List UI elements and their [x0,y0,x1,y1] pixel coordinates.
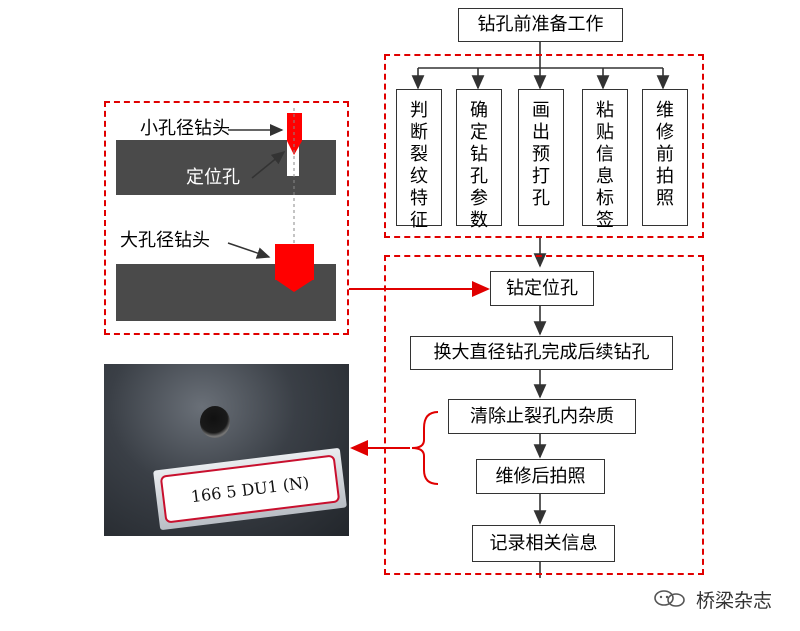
record-text: 记录相关信息 [489,532,598,554]
drill-illustration [116,108,336,321]
large-drill-bit [275,244,314,280]
prep-title-box: 钻孔前准备工作 [458,8,623,42]
brace [411,411,439,485]
watermark-text: 桥梁杂志 [696,590,773,612]
prep-step-4-box: 粘贴信息标签 [582,89,628,231]
prep-step-2-box: 确定钻孔参数 [456,89,502,231]
switch-large-box: 换大直径钻孔完成后续钻孔 [410,336,673,370]
post-photo-text: 维修后拍照 [495,465,586,487]
pilot-hole-label: 定位孔 [186,167,240,188]
drill-section-frame [384,255,704,575]
prep-title-text: 钻孔前准备工作 [477,14,604,35]
prep-step-1-text: 判断裂纹特征 [410,100,428,231]
small-bit-label: 小孔径钻头 [140,118,230,139]
prep-step-2-text: 确定钻孔参数 [470,100,488,231]
prep-step-1-box: 判断裂纹特征 [396,89,442,231]
wechat-icon [654,590,685,607]
post-photo-box: 维修后拍照 [476,459,605,494]
large-drill-tip [275,279,314,292]
info-tag: 166 5 DU1 (N) [153,447,347,531]
prep-step-3-text: 画出预打孔 [532,100,550,209]
drill-positioning-text: 钻定位孔 [506,277,578,299]
switch-large-text: 换大直径钻孔完成后续钻孔 [433,342,650,363]
prep-step-5-box: 维修前拍照 [642,89,688,226]
drilled-hole [200,406,230,438]
pointer-pilot-hole [251,151,286,179]
large-bit-label: 大孔径钻头 [120,230,210,251]
prep-section-frame [384,54,704,238]
steel-plate-top [116,140,336,195]
prep-step-5-text: 维修前拍照 [656,100,674,209]
clean-text: 清除止裂孔内杂质 [470,405,614,427]
pointer-large-bit [227,242,271,259]
info-tag-text: 166 5 DU1 (N) [159,454,341,524]
drill-positioning-box: 钻定位孔 [490,271,594,306]
post-repair-photo: 166 5 DU1 (N) [104,364,349,536]
illustration-frame [104,101,349,335]
prep-step-4-text: 粘贴信息标签 [596,100,614,231]
prep-step-3-box: 画出预打孔 [518,89,564,226]
clean-box: 清除止裂孔内杂质 [448,399,636,434]
small-drill-tip [287,141,302,155]
record-box: 记录相关信息 [472,525,615,562]
